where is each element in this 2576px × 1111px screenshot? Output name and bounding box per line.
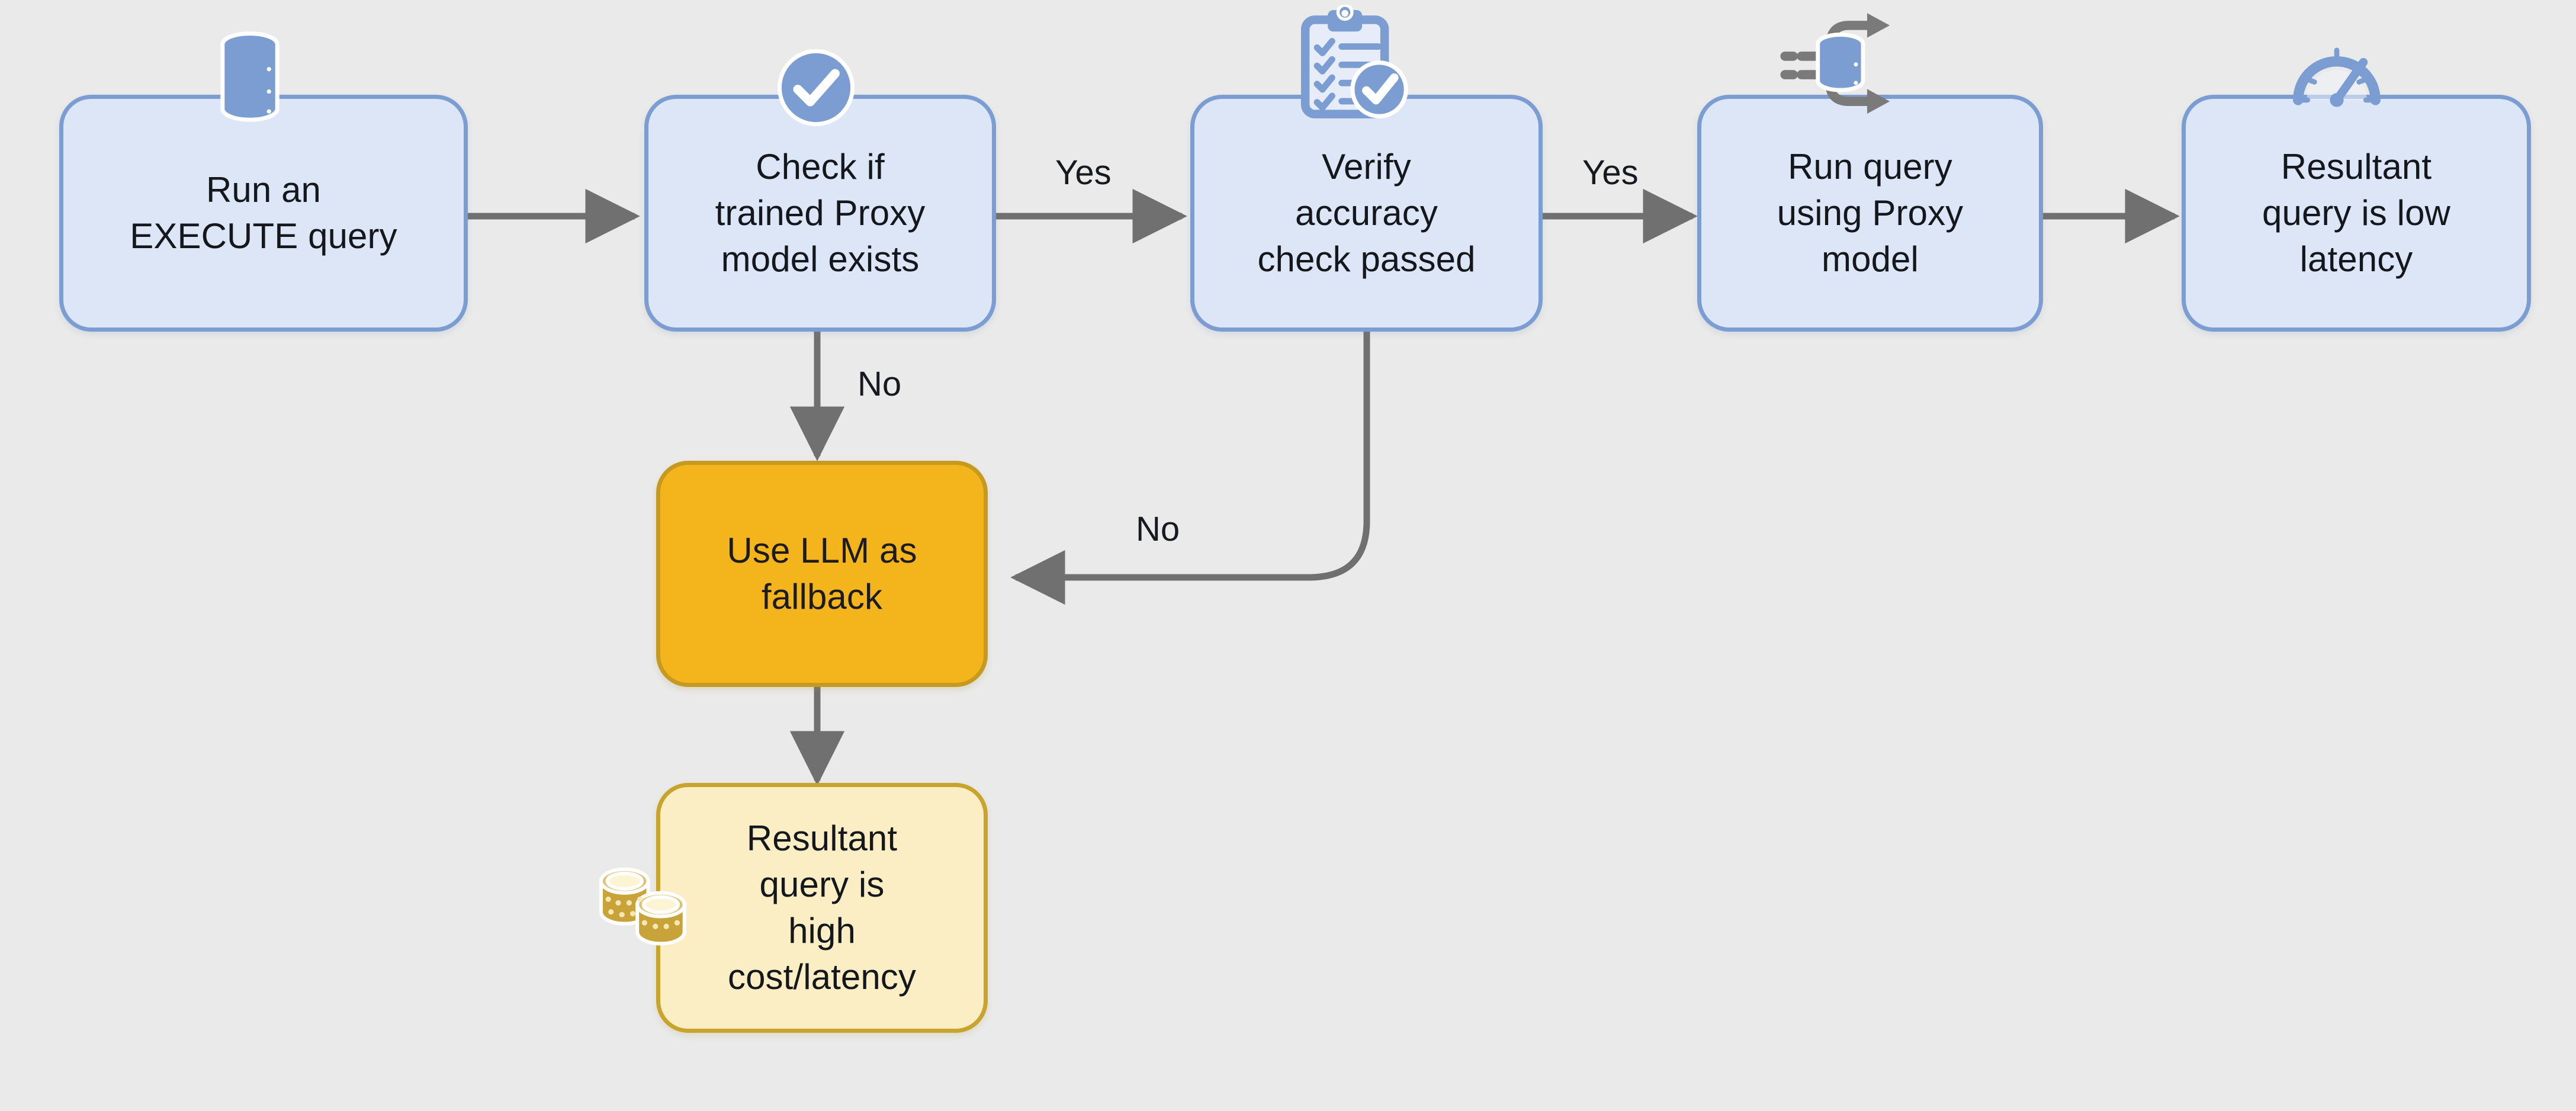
node-low-latency-result[interactable]: Resultant query is low latency <box>2182 95 2531 332</box>
node-label: Resultant query is low latency <box>2262 147 2450 279</box>
node-verify-accuracy[interactable]: Verify accuracy check passed <box>1190 95 1543 332</box>
node-run-execute-query[interactable]: Run an EXECUTE query <box>59 95 468 332</box>
node-label: Verify accuracy check passed <box>1257 147 1476 279</box>
node-label: Use LLM as fallback <box>727 531 917 616</box>
edge-label-no-2: No <box>1136 510 1180 548</box>
node-label: Run query using Proxy model <box>1777 147 1964 279</box>
edge-label-yes-1: Yes <box>1055 153 1112 192</box>
node-label: Run an EXECUTE query <box>130 170 397 256</box>
node-llm-fallback[interactable]: Use LLM as fallback <box>656 461 988 687</box>
edge-verify-to-fallback <box>1010 332 1370 605</box>
node-label: Resultant query is high cost/latency <box>727 818 917 997</box>
node-label: Check if trained Proxy model exists <box>715 147 926 279</box>
node-check-proxy-model[interactable]: Check if trained Proxy model exists <box>644 95 996 332</box>
node-high-cost-result[interactable]: Resultant query is high cost/latency <box>656 783 988 1033</box>
node-run-query-proxy[interactable]: Run query using Proxy model <box>1697 95 2043 332</box>
edge-label-yes-2: Yes <box>1582 153 1639 192</box>
edge-label-no-1: No <box>857 365 902 403</box>
